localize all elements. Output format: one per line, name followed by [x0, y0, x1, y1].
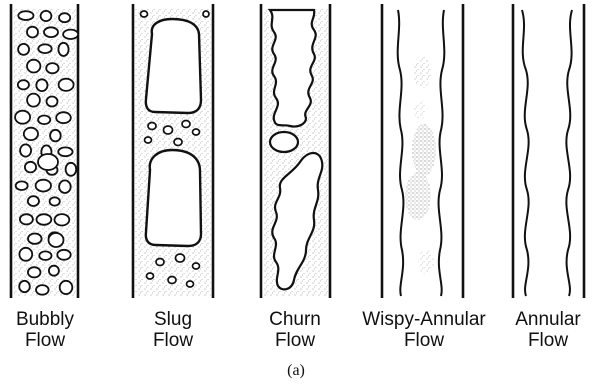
bubble	[41, 11, 52, 21]
bubble	[50, 197, 60, 205]
small-bubble	[156, 259, 164, 266]
small-bubble	[168, 277, 176, 284]
label-slug-flow: Slug Flow	[113, 309, 233, 351]
small-bubble	[203, 11, 209, 17]
bubble	[18, 80, 29, 89]
bubble	[27, 27, 38, 38]
small-bubble	[182, 121, 190, 128]
bubble	[20, 144, 31, 156]
small-bubble	[187, 281, 194, 287]
label-wispy-annular-flow: Wispy-Annular Flow	[349, 309, 499, 351]
annular-left-film	[522, 10, 529, 296]
small-bubble	[193, 263, 200, 269]
label-wispy-line2: Flow	[349, 330, 499, 351]
bubble	[50, 130, 61, 142]
bubble	[36, 79, 47, 91]
label-bubbly-line1: Bubbly	[0, 309, 105, 330]
small-bubble	[164, 126, 173, 134]
bubble	[58, 43, 68, 56]
bubble	[49, 266, 59, 276]
label-slug-line1: Slug	[113, 309, 233, 330]
slug-flow-tube	[133, 4, 213, 298]
bubble	[59, 180, 71, 193]
wispy-annular-flow-tube	[382, 4, 463, 298]
bubble	[25, 162, 36, 173]
bubble	[46, 63, 58, 73]
label-churn-line1: Churn	[235, 309, 355, 330]
bubble	[56, 112, 71, 123]
bubble	[57, 250, 70, 260]
label-slug-line2: Flow	[113, 330, 233, 351]
small-bubble	[141, 11, 148, 17]
slug-lower-taylor-bubble	[146, 150, 201, 246]
bubble	[38, 154, 58, 170]
bubble	[36, 285, 49, 295]
small-bubble	[174, 139, 182, 146]
bubble	[16, 181, 28, 190]
bubble	[24, 128, 38, 140]
small-bubble	[147, 273, 154, 279]
wispy-right-film	[439, 10, 445, 296]
bubble	[37, 214, 52, 225]
bubble	[47, 97, 58, 107]
bubble	[39, 251, 51, 260]
bubble	[27, 94, 40, 107]
wispy-left-film	[398, 10, 404, 296]
small-bubble	[148, 123, 156, 130]
bubble	[60, 281, 73, 294]
bubble	[28, 234, 42, 244]
slug-upper-taylor-bubble	[146, 19, 201, 113]
bubble	[27, 60, 40, 73]
figure-caption: (a)	[0, 362, 592, 380]
bubble	[19, 248, 32, 261]
bubble	[66, 163, 77, 176]
bubble	[63, 30, 78, 39]
annular-right-film	[566, 10, 572, 296]
label-wispy-line1: Wispy-Annular	[349, 309, 499, 330]
bubble	[49, 233, 64, 247]
bubble	[44, 27, 58, 37]
bubble	[59, 13, 70, 22]
bubble	[59, 79, 74, 91]
bubble	[18, 11, 33, 20]
bubble	[55, 214, 70, 225]
label-annular-line1: Annular	[488, 309, 592, 330]
bubble	[36, 180, 51, 192]
churn-mid-bubble	[270, 132, 298, 152]
label-churn-flow: Churn Flow	[235, 309, 355, 351]
label-bubbly-flow: Bubbly Flow	[0, 309, 105, 351]
bubble	[58, 147, 72, 156]
label-churn-line2: Flow	[235, 330, 355, 351]
bubble	[19, 281, 30, 292]
label-bubbly-line2: Flow	[0, 330, 105, 351]
bubbly-flow-tube	[11, 4, 78, 298]
small-bubble	[145, 137, 152, 143]
label-annular-line2: Flow	[488, 330, 592, 351]
bubble	[28, 196, 39, 206]
bubble	[28, 267, 41, 277]
bubble	[20, 214, 33, 224]
annular-flow-tube	[513, 4, 584, 298]
bubble	[15, 111, 30, 124]
bubble	[18, 44, 29, 55]
wispy-droplet-clouds	[405, 56, 436, 274]
bubble	[38, 116, 50, 125]
bubble	[38, 44, 51, 53]
churn-flow-tube	[261, 4, 330, 298]
small-bubble	[176, 254, 185, 262]
small-bubble	[193, 129, 200, 135]
label-annular-flow: Annular Flow	[488, 309, 592, 351]
